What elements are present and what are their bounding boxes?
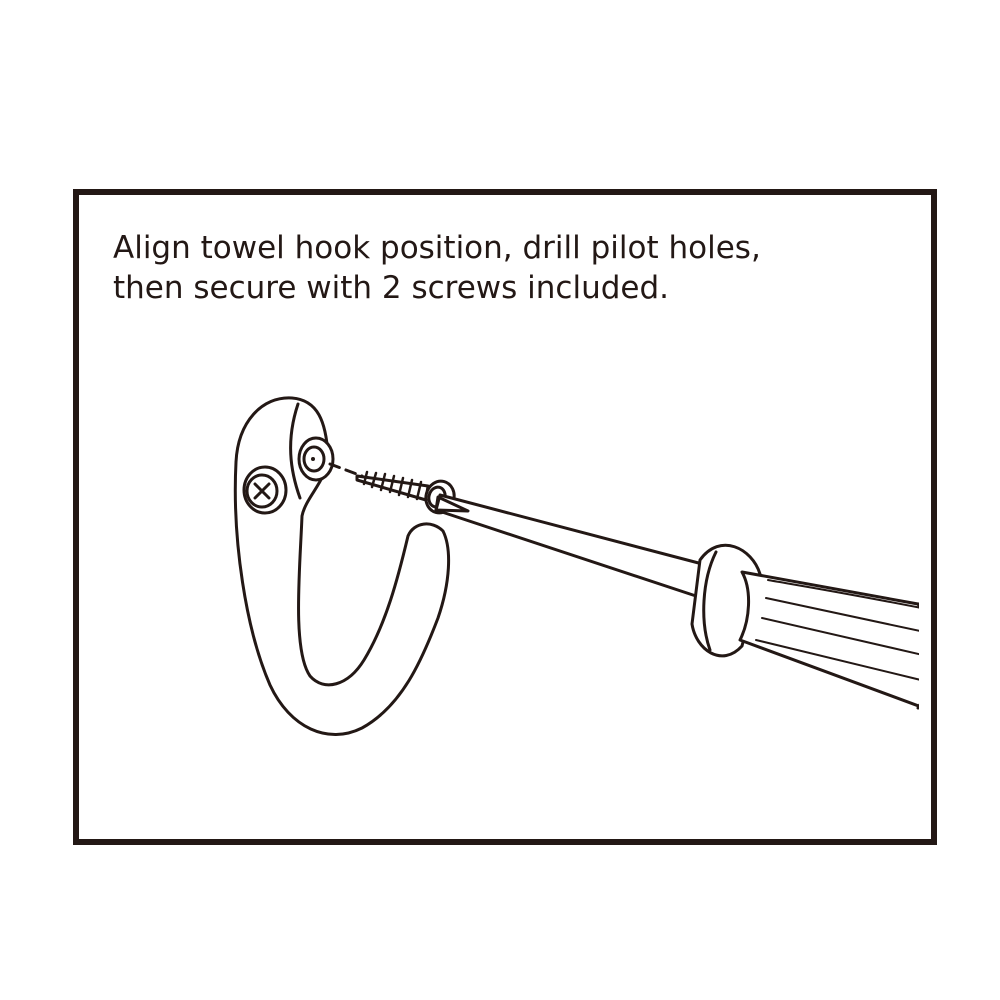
screw-head-icon: [242, 465, 288, 515]
instruction-line-1: Align towel hook position, drill pilot h…: [113, 230, 761, 266]
instruction-text: Align towel hook position, drill pilot h…: [113, 228, 873, 308]
instruction-line-2: then secure with 2 screws included.: [113, 270, 670, 306]
towel-hook-icon: [233, 396, 451, 736]
screwdriver-icon: [434, 493, 919, 710]
screw-hole-icon: [297, 436, 335, 482]
